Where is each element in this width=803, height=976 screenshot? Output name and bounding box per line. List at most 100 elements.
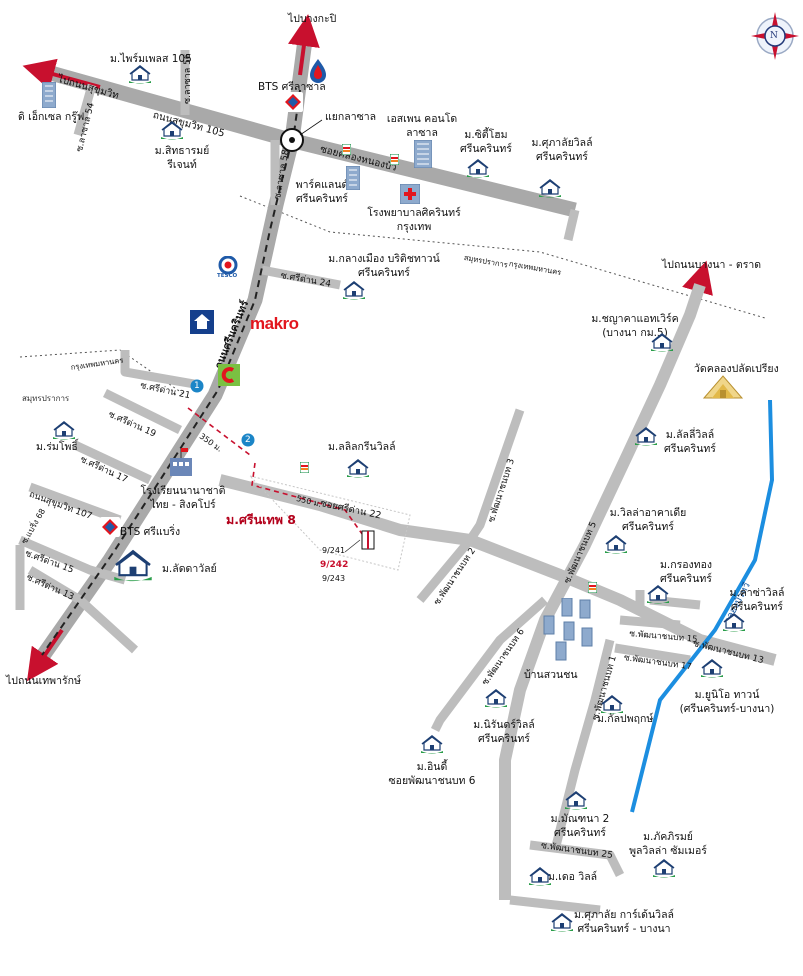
project-boundary: [248, 475, 411, 571]
school-label-2: ไทย - สิงคโปร์: [150, 499, 216, 511]
station-marker-2: [241, 433, 255, 447]
house-icon: [538, 178, 562, 198]
klang-muang-label-2: ศรีนครินทร์: [358, 267, 410, 279]
bts-station-icon: [100, 517, 120, 537]
sitarom-label-2: รีเจนท์: [167, 159, 197, 171]
bts-station-icon: [283, 92, 303, 112]
casa-ville-label-1: ม.คาซ่าวิลล์: [729, 587, 785, 599]
ladawan-label: ม.ลัดดาวัลย์: [162, 563, 217, 575]
house-icon: [722, 612, 746, 632]
prime-place-label: ม.ไพร์มเพลส 105: [110, 53, 192, 65]
sridan-15-road: [18, 535, 127, 585]
plot-label-1: 9/241: [322, 546, 346, 555]
city-home-label-1: ม.ซิตี้โฮม: [464, 129, 508, 141]
unio-label-1: ม.ยูนิโอ ทาวน์: [694, 689, 760, 701]
compass-letter: N: [770, 31, 778, 41]
condo-cluster-icon: [540, 597, 610, 668]
sitarom-label-1: ม.สิทธารมย์: [154, 145, 210, 157]
house-icon: [484, 688, 508, 708]
wat-label: วัดคลองปลัดเปรียง: [694, 363, 779, 375]
sridan-22-road: [218, 474, 777, 666]
condo-building-icon: [41, 81, 57, 109]
pttl-gas-icon: [308, 57, 328, 83]
supalai-garden-label-1: ม.ศุภาลัย การ์เด้นวิลล์: [574, 909, 674, 921]
big-c-logo-icon: [218, 364, 240, 386]
seven-eleven-icon: [341, 140, 352, 156]
lalisa-label-1: ม.ลัลลี่วิลล์: [665, 429, 715, 441]
inthi-label-2: ซอยพัฒนาชนบท 6: [388, 775, 476, 787]
sridan-19-road: [103, 388, 182, 435]
sukhumvit-107-road: [28, 482, 122, 525]
parkland-label-1: พาร์คแลนด์: [295, 179, 349, 191]
compass-icon: [751, 12, 799, 60]
house-icon: [600, 694, 624, 714]
lalisa-label-2: ศรีนครินทร์: [664, 443, 716, 455]
to-theparak-label: ไปถนนเทพารักษ์: [6, 675, 81, 687]
manchana-label-2: ศรีนครินทร์: [554, 827, 606, 839]
phatthana-13-road: [649, 595, 701, 610]
the-excel-label: ดิ เอ็กเซล กรู๊ฟ: [18, 111, 85, 123]
manchana-label-1: ม.มัณฑนา 2: [550, 813, 610, 825]
krongthong-label-2: ศรีนครินทร์: [660, 573, 712, 585]
canal: [630, 399, 775, 813]
tesco-text: TESCO: [217, 273, 238, 279]
house-icon: [342, 280, 366, 300]
home-pro-logo-icon: [190, 310, 214, 334]
house-icon: [346, 458, 370, 478]
plot-label-3: 9/243: [322, 574, 346, 583]
district-boundary: [19, 195, 766, 396]
condo-building-icon: [345, 165, 361, 191]
temple-icon: [700, 374, 746, 400]
krongthong-label-1: ม.กรองทอง: [659, 559, 713, 571]
house-icon: [700, 658, 724, 678]
the-ville-label: ม.เดอ วิลล์: [548, 871, 598, 883]
house-icon: [528, 866, 552, 886]
bts-lasalle-label: BTS ศรีลาซาล: [258, 81, 326, 93]
phatthana-6-road: [430, 596, 548, 733]
project-label: ม.ศรีนเทพ 8: [226, 512, 296, 527]
tesco-logo-icon: TESCO: [217, 255, 238, 280]
phatthana-25-road: [529, 840, 625, 878]
kanlapaphruk-label: ม.กัลปพฤกษ์: [597, 713, 654, 725]
bts-rail-line: [41, 139, 293, 656]
ninrat-label-2: ศรีนครินทร์: [478, 733, 530, 745]
seven-eleven-icon: [389, 150, 400, 166]
sridan-13-road: [27, 566, 139, 654]
seven-eleven-icon: [587, 578, 598, 594]
house-icon: [564, 790, 588, 810]
phatthana-3-road: [466, 408, 525, 543]
phatthana-2-road: [416, 537, 474, 603]
chayakarn-label-1: ม.ชญาคาแอทเวิร์ค: [591, 313, 679, 325]
hospital-label-1: โรงพยาบาลศิครินทร์: [367, 207, 461, 219]
lasalle-54-road: [73, 83, 97, 137]
route-line: [187, 407, 366, 539]
pattarom-label-2: พูลวิลล่า ซัมเมอร์: [629, 845, 707, 857]
condo-building-icon: [413, 139, 433, 169]
to-bangna-trat-label: ไปถนนบางนา - ตราด: [662, 259, 762, 271]
supalai-garden-label-2: ศรีนครินทร์ - บางนา: [577, 923, 671, 935]
casa-ville-label-2: ศรีนครินทร์: [731, 601, 783, 613]
house-icon: [160, 120, 184, 140]
makro-logo: makro: [250, 314, 299, 333]
house-icon: [52, 420, 76, 440]
lasalle-junction-label: แยกลาซาล: [325, 111, 377, 123]
klang-muang-label-1: ม.กลางเมือง บริติชทาวน์: [328, 253, 440, 265]
pattarom-label-1: ม.ภัคภิรมย์: [643, 831, 693, 843]
sridan-17-road: [73, 440, 152, 485]
seven-eleven-icon: [299, 458, 310, 474]
boundary-label-samutprakan-west: สมุทรปราการ: [22, 394, 70, 403]
phatthana-17-road: [614, 643, 691, 665]
house-icon: [634, 426, 658, 446]
bts-bearing-label: BTS ศรีแบริ่ง: [120, 526, 181, 538]
villa-arcadia-label-2: ศรีนครินทร์: [622, 521, 674, 533]
chayakarn-label-2: (บางนา กม.5): [602, 327, 668, 339]
house-icon: [112, 548, 154, 582]
supalai-label-1: ม.ศุภาลัยวิลล์: [531, 137, 593, 149]
station-number-1: 1: [194, 381, 200, 391]
city-home-label-2: ศรีนครินทร์: [460, 143, 512, 155]
unio-label-2: (ศรีนครินทร์-บางนา): [679, 703, 775, 715]
phatthana-15-road: [619, 615, 681, 630]
house-icon: [128, 64, 152, 84]
ban-suan-label: บ้านสวนชน: [524, 669, 578, 681]
